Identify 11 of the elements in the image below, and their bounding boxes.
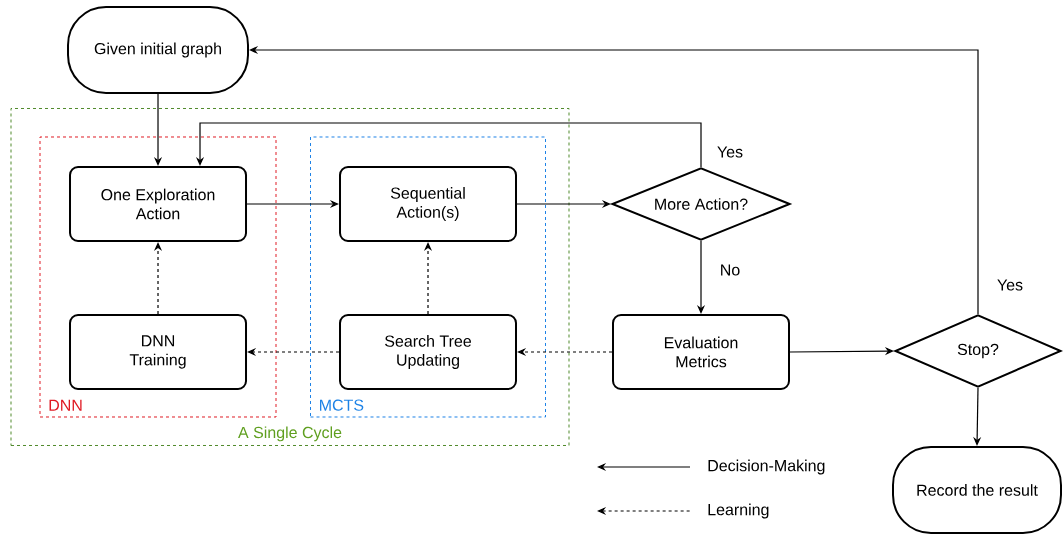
process-box: One Exploration Action xyxy=(69,166,247,242)
arrow xyxy=(973,387,982,446)
edge-label: No xyxy=(718,263,742,277)
edge-label: Yes xyxy=(715,145,745,159)
process-box: DNN Training xyxy=(69,314,247,390)
process-box: Search Tree Updating xyxy=(339,314,517,390)
process-box: Sequential Action(s) xyxy=(339,166,517,242)
legend-label: Learning xyxy=(708,503,769,519)
process-box: Evaluation Metrics xyxy=(612,314,790,390)
edge-label: Yes xyxy=(995,278,1025,292)
legend-label: Decision-Making xyxy=(708,459,825,475)
